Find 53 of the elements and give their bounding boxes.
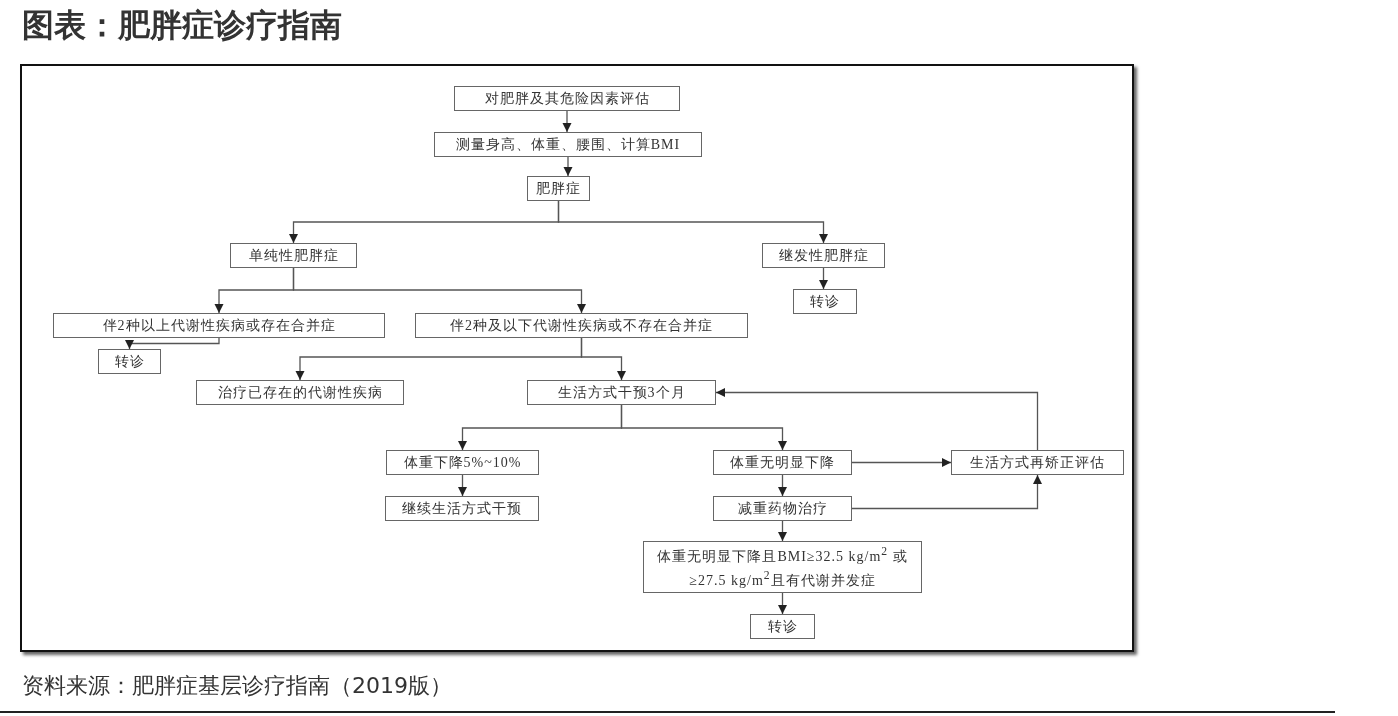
arrow — [557, 200, 829, 244]
box-label: 伴2种及以下代谢性疾病或不存在合并症 — [450, 317, 713, 335]
arrow — [715, 387, 1039, 451]
process-box — [386, 450, 539, 475]
box-label: 单纯性肥胖症 — [248, 247, 339, 265]
process-box — [951, 450, 1124, 475]
box-label: 转诊 — [810, 293, 840, 311]
process-box — [434, 132, 702, 157]
process-box — [53, 313, 385, 338]
process-box — [454, 86, 680, 111]
arrow — [292, 267, 587, 314]
process-box — [230, 243, 357, 268]
box-label: 减重药物治疗 — [737, 500, 828, 518]
box-label: 伴2种以上代谢性疾病或存在合并症 — [102, 317, 336, 335]
process-box — [750, 614, 815, 639]
arrow — [851, 474, 1043, 510]
box-label: 对肥胖及其危险因素评估 — [484, 90, 650, 108]
arrow — [620, 404, 788, 451]
arrow — [124, 337, 220, 350]
box-label: 体重无明显下降 — [730, 454, 835, 472]
process-box — [415, 313, 748, 338]
arrow — [777, 474, 788, 497]
box-label: 肥胖症 — [536, 180, 581, 198]
process-box — [385, 496, 539, 521]
arrow — [777, 592, 788, 615]
process-box — [527, 380, 716, 405]
process-box — [98, 349, 161, 374]
arrow — [562, 110, 572, 133]
process-box — [793, 289, 857, 314]
box-label: 生活方式干预3个月 — [557, 384, 686, 402]
process-box — [713, 450, 852, 475]
arrow — [851, 457, 952, 468]
arrow — [777, 520, 788, 542]
box-label: 继发性肥胖症 — [778, 247, 869, 265]
arrow — [563, 156, 573, 177]
process-box — [527, 176, 590, 201]
box-label: 继续生活方式干预 — [402, 500, 522, 518]
process-box — [762, 243, 885, 268]
arrow — [580, 337, 627, 381]
box-label: 体重下降5%~10% — [403, 454, 522, 472]
process-box — [196, 380, 404, 405]
arrow — [457, 474, 468, 497]
process-box — [643, 541, 922, 593]
box-label: 生活方式再矫正评估 — [970, 454, 1105, 472]
box-label: 转诊 — [767, 618, 798, 636]
box-label: 测量身高、体重、腰围、计算BMI — [455, 136, 681, 154]
title: 图表：肥胖症诊疗指南 — [22, 5, 342, 46]
arrow — [818, 267, 829, 290]
box-label: 转诊 — [114, 353, 145, 371]
box-label: 体重无明显下降且BMI≥32.5 kg/m$^{2}$ 或≥27.5 kg/m$^{2}$且有代谢并发症 — [656, 544, 909, 590]
process-box — [713, 496, 852, 521]
box-label: 治疗已存在的代谢性疾病 — [217, 384, 383, 402]
source-note: 资料来源：肥胖症基层诊疗指南（2019版） — [22, 672, 452, 700]
